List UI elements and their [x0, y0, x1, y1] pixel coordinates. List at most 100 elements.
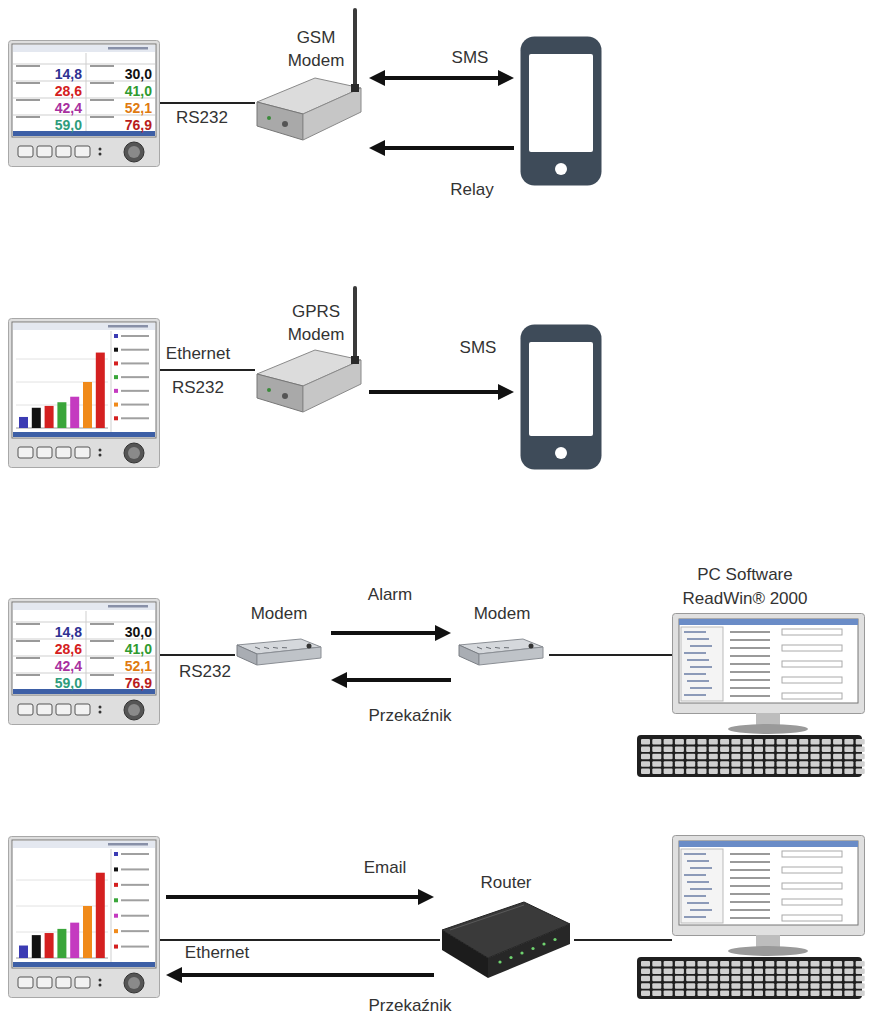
keyboard-key	[720, 769, 729, 775]
modem-marking	[477, 647, 482, 649]
cable-line	[574, 939, 672, 941]
keyboard-key	[641, 983, 650, 989]
keyboard-key	[788, 991, 797, 997]
keyboard-key	[811, 991, 820, 997]
signal-arrow	[166, 895, 418, 899]
keyboard-key	[720, 754, 729, 760]
gsm-modem-device	[257, 10, 361, 140]
keyboard-key	[652, 769, 661, 775]
keyboard-key	[754, 739, 763, 745]
keyboard-key	[641, 961, 650, 967]
device-node: Modem	[457, 603, 549, 695]
keyboard-key	[844, 769, 853, 775]
recorder-node	[8, 836, 160, 998]
keyboard-key	[765, 761, 774, 767]
keyboard-key	[709, 976, 718, 982]
modem-end-face	[257, 102, 303, 140]
tree-entry	[690, 867, 712, 869]
panel-divider	[111, 849, 112, 962]
phone-device	[521, 325, 602, 470]
keyboard-key	[675, 983, 684, 989]
panel-swatch	[114, 389, 118, 393]
keyboard-key	[686, 739, 695, 745]
recorder-bezel	[9, 319, 160, 468]
keyboard-key	[720, 739, 729, 745]
device-label: Modem	[235, 603, 323, 625]
keyboard-key	[652, 961, 661, 967]
screen-header-mark	[108, 325, 148, 328]
keyboard-key	[799, 739, 808, 745]
keyboard-key	[698, 968, 707, 974]
software-label: PC Software ReadWin® 2000	[680, 563, 810, 611]
panel-value	[121, 349, 149, 351]
keyboard-key	[822, 746, 831, 752]
signal-arrow	[385, 76, 498, 80]
keyboard-key	[765, 739, 774, 745]
modem-led	[267, 388, 271, 392]
tree-entry	[684, 874, 706, 876]
connection-label: Przekaźnik	[366, 996, 453, 1016]
keyboard-key	[731, 754, 740, 760]
keyboard-key	[664, 761, 673, 767]
keyboard-key	[698, 976, 707, 982]
router-front-face	[442, 930, 488, 978]
recorder-knob	[124, 142, 144, 162]
keyboard-key	[664, 746, 673, 752]
keyboard-key	[856, 739, 865, 745]
keyboard-key	[709, 761, 718, 767]
keyboard-key	[675, 991, 684, 997]
channel-value: 30,0	[102, 626, 152, 638]
keyboard-key	[833, 976, 842, 982]
screen-header	[13, 45, 155, 52]
modem-device	[237, 639, 321, 665]
keyboard-key	[811, 961, 820, 967]
recorder-bezel	[9, 599, 160, 725]
keyboard-key	[652, 739, 661, 745]
phone-device	[521, 37, 602, 186]
form-field	[782, 645, 842, 651]
window-titlebar	[679, 619, 858, 625]
keyboard-key	[664, 991, 673, 997]
panel-swatch	[114, 334, 118, 338]
keyboard-key	[641, 739, 650, 745]
recorder-device	[9, 319, 160, 468]
form-caption	[730, 695, 770, 697]
keyboard-key	[675, 754, 684, 760]
keyboard-key	[731, 746, 740, 752]
keyboard-key	[698, 746, 707, 752]
keyboard-key	[731, 976, 740, 982]
form-field	[782, 661, 842, 667]
keyboard-key	[743, 761, 752, 767]
channel-value: 42,4	[32, 660, 82, 672]
screen-header-mark	[108, 843, 148, 846]
connection-label: SMS	[458, 338, 499, 358]
recorder-screen	[12, 840, 156, 968]
device-label: Router	[440, 872, 572, 894]
keyboard-key	[686, 761, 695, 767]
level-bar	[96, 353, 105, 428]
window-tree-pane	[681, 627, 723, 701]
modem-side-face	[303, 88, 361, 140]
keyboard-key	[743, 968, 752, 974]
channel-value: 76,9	[102, 677, 152, 689]
device-node: Router	[440, 872, 574, 992]
cable-line	[160, 654, 235, 656]
tree-entry	[690, 645, 712, 647]
recorder-bezel	[9, 837, 160, 998]
keyboard-key	[777, 968, 786, 974]
panel-swatch	[114, 416, 118, 420]
keyboard-key	[686, 961, 695, 967]
panel-value	[121, 362, 149, 364]
modem-marking	[486, 647, 491, 648]
recorder-bezel	[9, 41, 160, 167]
channel-tag	[16, 82, 40, 84]
keyboard-key	[799, 983, 808, 989]
recorder-screen	[12, 44, 156, 137]
keyboard-key	[844, 754, 853, 760]
keyboard-key	[754, 961, 763, 967]
keyboard-key	[788, 961, 797, 967]
modem-marking	[273, 647, 278, 649]
keyboard-key	[709, 754, 718, 760]
keyboard-key	[731, 739, 740, 745]
router-led	[531, 947, 534, 950]
